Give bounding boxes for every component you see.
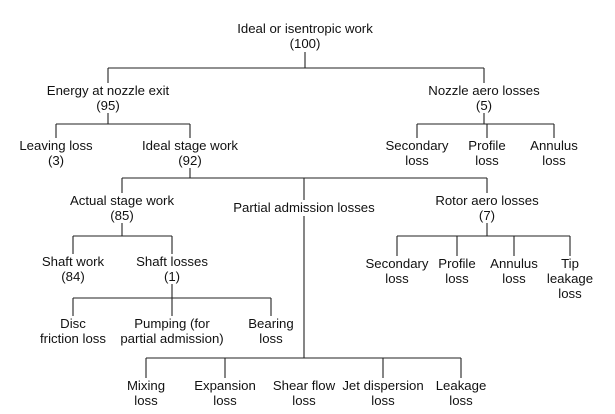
node-jet-dispersion-loss: Jet dispersion loss (341, 378, 425, 408)
node-pumping-loss-line2: partial admission) (120, 331, 224, 346)
node-rotor-annulus-loss: Annulus loss (489, 256, 539, 286)
node-tip-leakage-loss-line3: loss (558, 286, 582, 301)
node-rotor-secondary-loss-line2: loss (385, 271, 409, 286)
node-energy-nozzle-exit-line1: Energy at nozzle exit (46, 83, 170, 98)
node-shaft-losses-line1: Shaft losses (136, 254, 208, 269)
node-nozzle-profile-loss-line1: Profile (468, 138, 506, 153)
node-ideal-stage-work: Ideal stage work (92) (140, 138, 240, 168)
node-rotor-secondary-loss: Secondary loss (364, 256, 430, 286)
node-actual-stage-work: Actual stage work (85) (68, 193, 176, 223)
node-actual-stage-work-line1: Actual stage work (69, 193, 175, 208)
node-actual-stage-work-line2: (85) (110, 208, 134, 223)
node-rotor-annulus-loss-line2: loss (502, 271, 526, 286)
node-nozzle-annulus-loss: Annulus loss (529, 138, 579, 168)
node-shaft-losses: Shaft losses (1) (135, 254, 209, 284)
node-pumping-loss-line1: Pumping (for (134, 316, 210, 331)
node-nozzle-aero-losses-line2: (5) (475, 98, 493, 113)
node-nozzle-annulus-loss-line2: loss (542, 153, 566, 168)
node-mixing-loss-line1: Mixing (126, 378, 166, 393)
node-leaving-loss-line2: (3) (47, 153, 65, 168)
node-ideal-work-line2: (100) (289, 36, 321, 51)
node-energy-nozzle-exit: Energy at nozzle exit (95) (45, 83, 171, 113)
node-tip-leakage-loss-line2: leakage (546, 271, 594, 286)
node-rotor-aero-losses: Rotor aero losses (7) (434, 193, 540, 223)
node-leakage-loss-line1: Leakage (435, 378, 487, 393)
node-tip-leakage-loss: Tip leakage loss (545, 256, 595, 301)
node-nozzle-secondary-loss-line1: Secondary (385, 138, 449, 153)
node-rotor-aero-losses-line1: Rotor aero losses (435, 193, 539, 208)
node-shear-flow-loss-line2: loss (292, 393, 316, 408)
node-expansion-loss: Expansion loss (193, 378, 257, 408)
node-nozzle-profile-loss-line2: loss (475, 153, 499, 168)
node-ideal-stage-work-line2: (92) (178, 153, 202, 168)
node-nozzle-aero-losses: Nozzle aero losses (5) (427, 83, 541, 113)
node-rotor-profile-loss-line1: Profile (438, 256, 476, 271)
node-shaft-work-line2: (84) (61, 269, 85, 284)
node-bearing-loss-line1: Bearing (248, 316, 294, 331)
node-leaving-loss-line1: Leaving loss (19, 138, 93, 153)
node-jet-dispersion-loss-line2: loss (371, 393, 395, 408)
node-nozzle-secondary-loss: Secondary loss (384, 138, 450, 168)
node-shear-flow-loss-line1: Shear flow (272, 378, 336, 393)
node-nozzle-aero-losses-line1: Nozzle aero losses (428, 83, 540, 98)
node-rotor-annulus-loss-line1: Annulus (490, 256, 538, 271)
node-leaving-loss: Leaving loss (3) (18, 138, 94, 168)
node-ideal-stage-work-line1: Ideal stage work (141, 138, 239, 153)
node-tip-leakage-loss-line1: Tip (561, 256, 579, 271)
node-partial-admission-losses-line1: Partial admission losses (233, 200, 375, 215)
node-bearing-loss: Bearing loss (247, 316, 295, 346)
node-shear-flow-loss: Shear flow loss (271, 378, 337, 408)
node-expansion-loss-line2: loss (213, 393, 237, 408)
node-mixing-loss-line2: loss (134, 393, 158, 408)
node-disc-friction-loss-line2: friction loss (40, 331, 106, 346)
node-disc-friction-loss: Disc friction loss (39, 316, 107, 346)
node-shaft-work-line1: Shaft work (41, 254, 105, 269)
node-rotor-secondary-loss-line1: Secondary (365, 256, 429, 271)
node-shaft-work: Shaft work (84) (40, 254, 106, 284)
node-jet-dispersion-loss-line1: Jet dispersion (342, 378, 424, 393)
node-bearing-loss-line2: loss (259, 331, 283, 346)
node-leakage-loss: Leakage loss (434, 378, 488, 408)
node-leakage-loss-line2: loss (449, 393, 473, 408)
node-energy-nozzle-exit-line2: (95) (96, 98, 120, 113)
node-disc-friction-loss-line1: Disc (60, 316, 86, 331)
node-ideal-work-line1: Ideal or isentropic work (237, 21, 373, 36)
node-ideal-work: Ideal or isentropic work (100) (236, 21, 374, 51)
node-shaft-losses-line2: (1) (163, 269, 181, 284)
node-rotor-profile-loss: Profile loss (437, 256, 477, 286)
node-pumping-loss: Pumping (for partial admission) (119, 316, 225, 346)
node-nozzle-secondary-loss-line2: loss (405, 153, 429, 168)
node-rotor-aero-losses-line2: (7) (478, 208, 496, 223)
node-nozzle-profile-loss: Profile loss (467, 138, 507, 168)
node-partial-admission-losses: Partial admission losses (232, 200, 376, 215)
node-rotor-profile-loss-line2: loss (445, 271, 469, 286)
node-mixing-loss: Mixing loss (125, 378, 167, 408)
node-nozzle-annulus-loss-line1: Annulus (530, 138, 578, 153)
node-expansion-loss-line1: Expansion (194, 378, 256, 393)
